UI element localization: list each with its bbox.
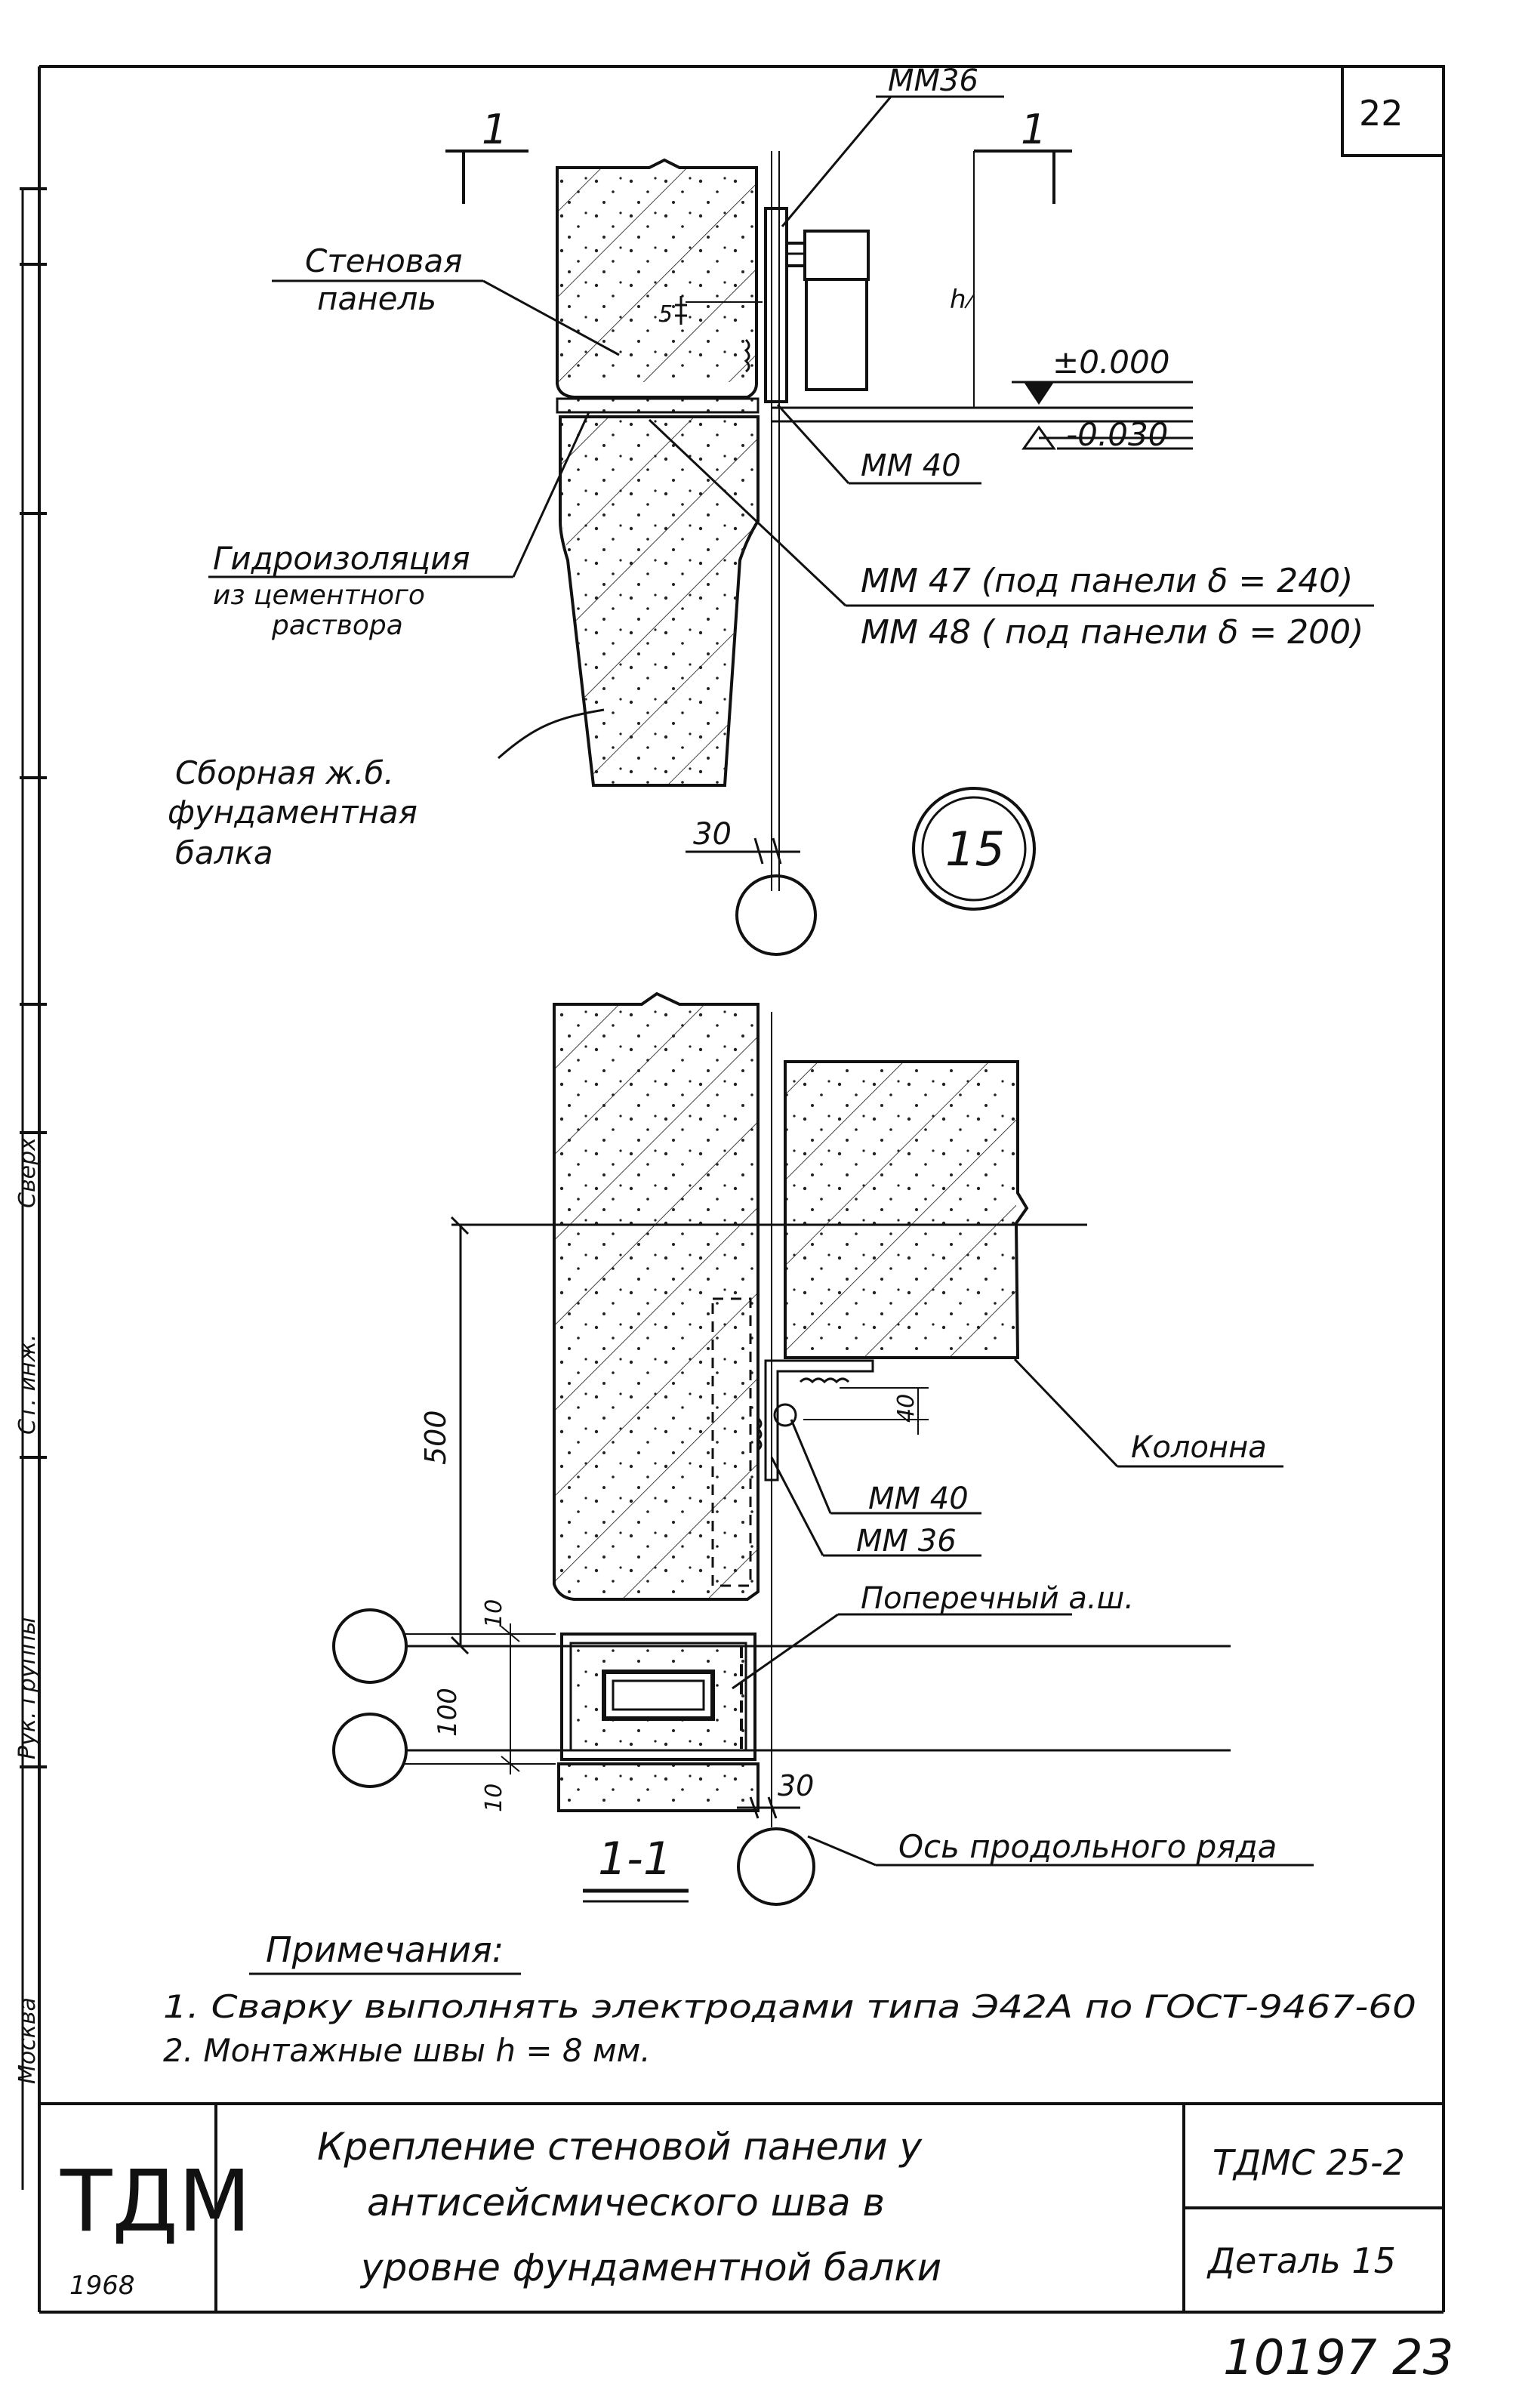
note-1: 1. Сварку выполнять электродами типа Э42… — [163, 1988, 1416, 2025]
section-wall-panel — [553, 991, 760, 1601]
title-line-2: антисейсмического шва в — [367, 2181, 885, 2225]
column-shape — [784, 1060, 1029, 1359]
item-mm47: ММ 47 (под панели δ = 240) — [861, 562, 1353, 600]
section-mark-right: 1 — [1021, 106, 1046, 153]
page-number: 22 — [1359, 93, 1404, 134]
wall-panel-label-1: Стеновая — [305, 242, 463, 279]
dim-10-bottom: 10 — [481, 1784, 507, 1812]
title-detail: Деталь 15 — [1206, 2240, 1396, 2281]
dim-5: 5 — [658, 301, 673, 328]
item-mm40-section: ММ 40 — [868, 1481, 969, 1516]
cross-seam-label: Поперечный а.ш. — [861, 1581, 1134, 1616]
title-line-1: Крепление стеновой панели у — [317, 2125, 923, 2169]
dim-h: h — [950, 285, 966, 315]
section-title: 1-1 — [598, 1833, 672, 1885]
dim-30-section: 30 — [778, 1769, 814, 1802]
side-stamp: Москва Рук. группы Ст. инж. Сверх — [14, 187, 47, 2190]
section-detail: 40 500 Колонна ММ 40 ММ 36 Поперечный а.… — [332, 991, 1314, 1906]
axis-bubble-bottom — [737, 1827, 815, 1906]
beam-label-1: Сборная ж.б. — [175, 754, 394, 791]
title-line-3: уровне фундаментной балки — [359, 2246, 941, 2289]
item-mm36-section: ММ 36 — [856, 1524, 957, 1559]
axis-bubble-top — [735, 874, 817, 956]
axis-label: Ось продольного ряда — [898, 1828, 1277, 1865]
foundation-beam-shape — [559, 415, 760, 787]
level-top: ±0.000 — [1052, 344, 1169, 381]
hydro-label-3: раствора — [271, 610, 403, 641]
org-year: 1968 — [69, 2271, 135, 2301]
level-bottom: -0.030 — [1066, 416, 1168, 453]
wall-panel-shape — [556, 158, 758, 399]
wall-panel-label-2: панель — [317, 280, 436, 317]
column-label: Колонна — [1131, 1430, 1267, 1465]
side-stamp-city: Москва — [14, 1997, 41, 2084]
item-mm36-top: ММ36 — [888, 63, 978, 98]
title-block: ТДМ 1968 Крепление стеновой панели у ант… — [39, 2102, 1444, 2312]
notes: Примечания: 1. Сварку выполнять электрод… — [163, 1929, 1416, 2069]
beam-label-3: балка — [175, 834, 273, 871]
top-detail: 1 1 5 h ±0.000 — [168, 63, 1374, 956]
dim-30-top: 30 — [693, 817, 732, 852]
footer-number: 10197 23 — [1223, 2330, 1453, 2386]
dim-10-top: 10 — [481, 1599, 507, 1628]
section-mark-left: 1 — [482, 106, 507, 153]
detail-number: 15 — [945, 822, 1005, 877]
dim-100: 100 — [433, 1688, 463, 1737]
side-stamp-role1: Рук. группы — [14, 1617, 41, 1759]
side-stamp-role2: Ст. инж. — [14, 1334, 41, 1435]
dim-40: 40 — [893, 1394, 920, 1423]
side-stamp-role3: Сверх — [14, 1137, 41, 1208]
hydro-label-2: из цементного — [213, 580, 425, 611]
hydro-label-1: Гидроизоляция — [213, 540, 470, 577]
axis-bubble-left-1 — [332, 1608, 408, 1684]
note-2: 2. Монтажные швы h = 8 мм. — [163, 2032, 651, 2069]
org-logo: ТДМ — [60, 2153, 251, 2251]
title-code: ТДМС 25-2 — [1212, 2142, 1405, 2183]
sheet-frame — [38, 65, 1445, 2314]
item-mm40-top: ММ 40 — [861, 449, 961, 483]
beam-label-2: фундаментная — [168, 794, 418, 831]
item-mm48: ММ 48 ( под панели δ = 200) — [861, 613, 1363, 652]
dim-500: 500 — [419, 1410, 452, 1465]
notes-heading: Примечания: — [266, 1929, 504, 1970]
axis-bubble-left-2 — [332, 1713, 408, 1788]
